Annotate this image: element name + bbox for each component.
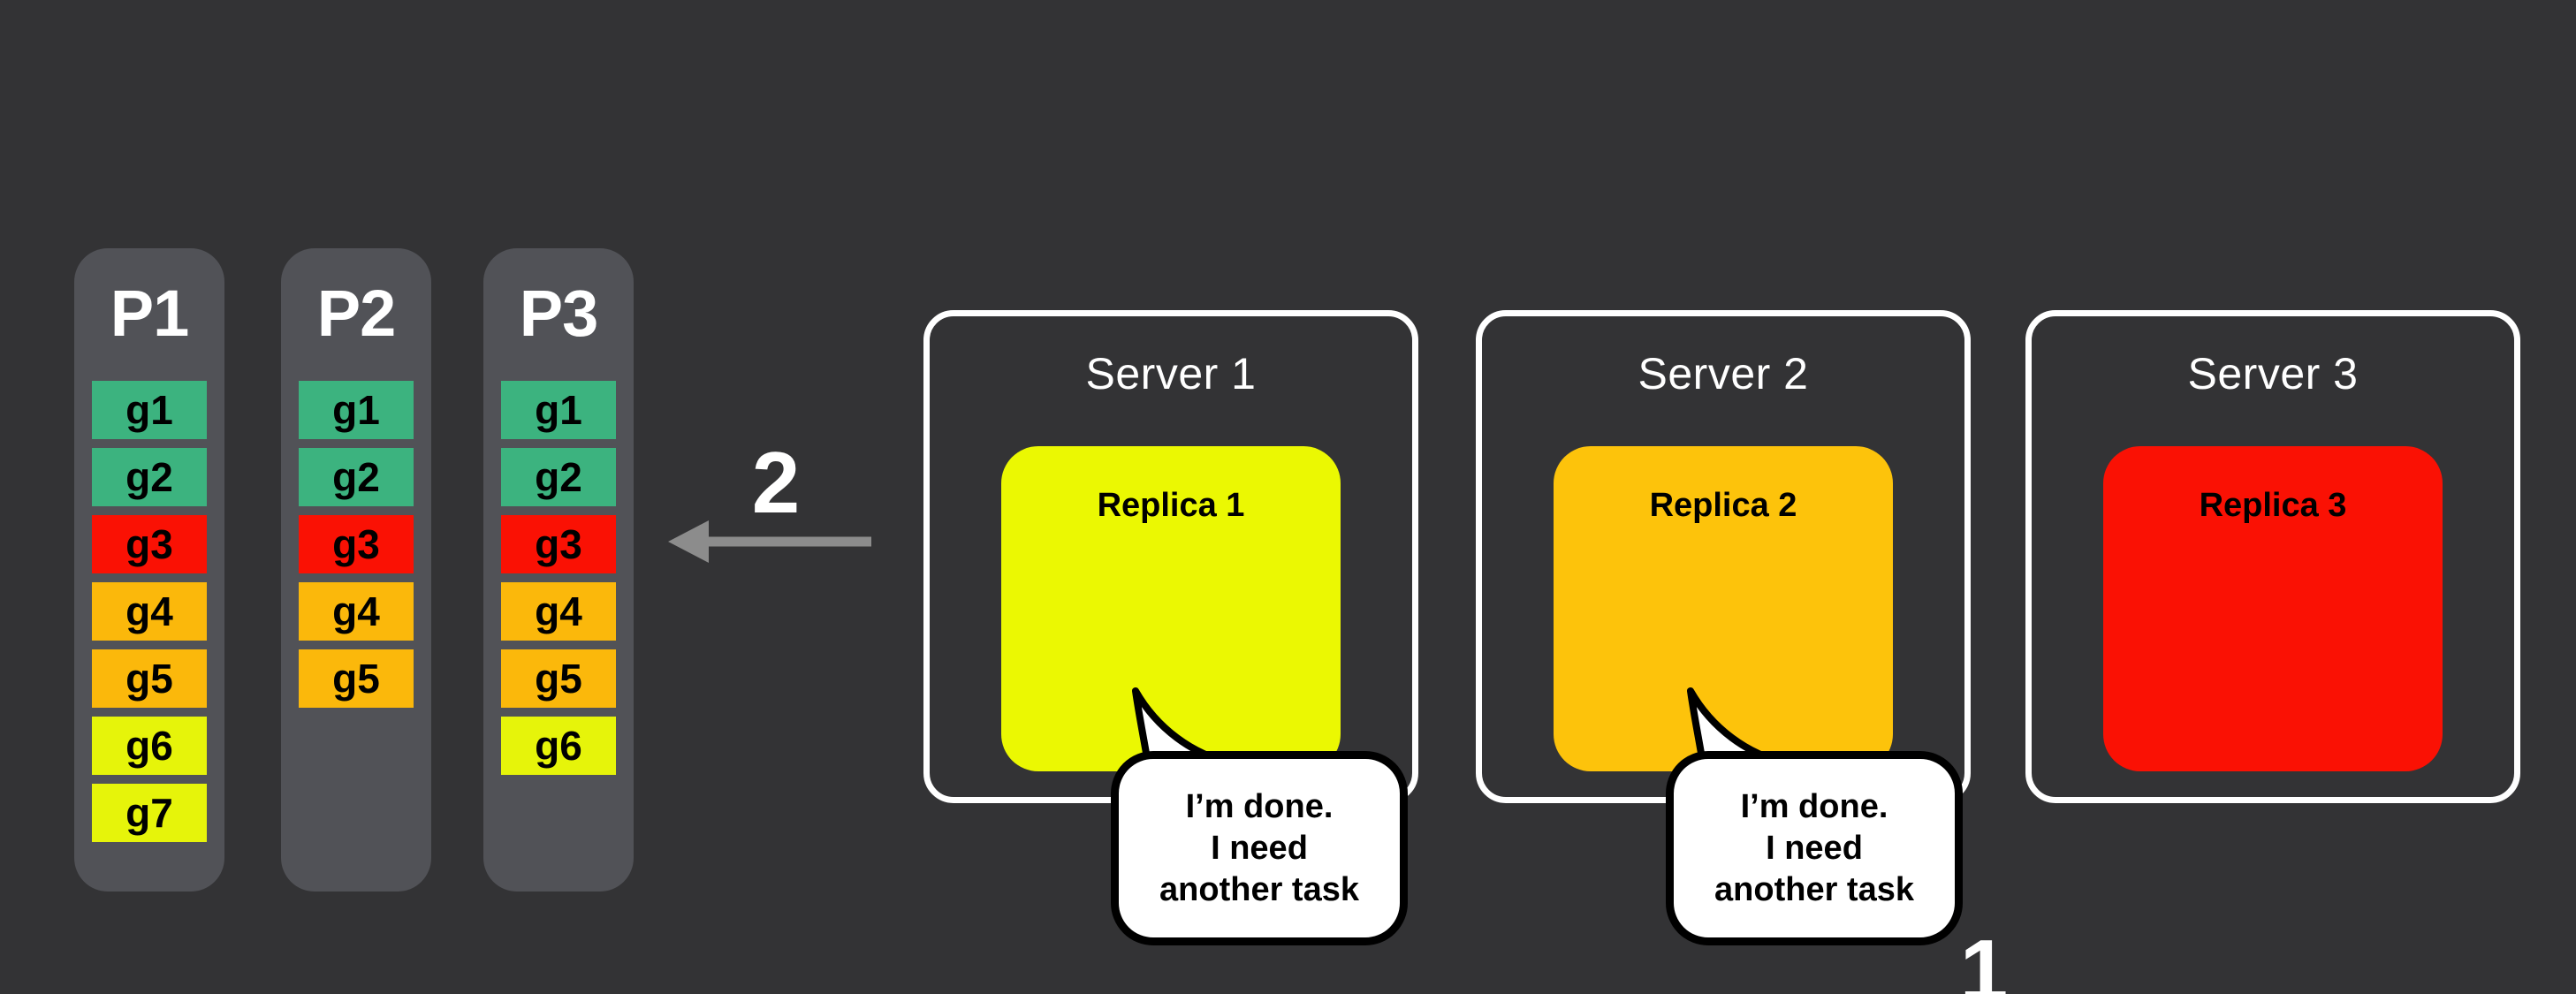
speech-bubble-line: I need xyxy=(1211,829,1308,867)
speech-bubble-line: I’m done. xyxy=(1740,787,1888,825)
partition-column-p2: P2 g1 g2 g3 g4 g5 xyxy=(281,248,431,892)
task-g4: g4 xyxy=(501,582,616,641)
step-2-label: 2 xyxy=(751,434,801,531)
speech-bubble-line: I’m done. xyxy=(1185,787,1334,825)
partition-label: P3 xyxy=(519,277,599,350)
task-g4: g4 xyxy=(92,582,207,641)
task-g4: g4 xyxy=(299,582,414,641)
task-g3: g3 xyxy=(92,515,207,573)
step-1-label: 1 xyxy=(1959,922,2009,994)
speech-bubble-line: I need xyxy=(1766,829,1863,867)
task-g2: g2 xyxy=(501,448,616,506)
task-g2: g2 xyxy=(299,448,414,506)
server-2-box: Server 2 Replica 2 xyxy=(1476,310,1971,803)
server-3-box: Server 3 Replica 3 xyxy=(2025,310,2520,803)
task-g1: g1 xyxy=(299,381,414,439)
speech-bubble-line: another task xyxy=(1159,870,1359,908)
task-g2: g2 xyxy=(92,448,207,506)
replica-label: Replica 3 xyxy=(2199,487,2347,524)
replica-1-box: Replica 1 xyxy=(1001,446,1341,771)
arrow-left-icon xyxy=(668,520,871,563)
server-title: Server 3 xyxy=(2187,349,2359,398)
replica-2-box: Replica 2 xyxy=(1554,446,1893,771)
task-g1: g1 xyxy=(92,381,207,439)
task-g5: g5 xyxy=(92,649,207,708)
task-g1: g1 xyxy=(501,381,616,439)
replica-label: Replica 2 xyxy=(1649,487,1797,524)
task-g3: g3 xyxy=(299,515,414,573)
task-g6: g6 xyxy=(92,717,207,775)
task-g3: g3 xyxy=(501,515,616,573)
partition-column-p3: P3 g1 g2 g3 g4 g5 g6 xyxy=(483,248,634,892)
speech-bubble-line: another task xyxy=(1714,870,1914,908)
server-title: Server 1 xyxy=(1085,349,1257,398)
partition-label: P1 xyxy=(110,277,190,350)
replica-3-box: Replica 3 xyxy=(2103,446,2443,771)
task-g5: g5 xyxy=(299,649,414,708)
partition-label: P2 xyxy=(316,277,397,350)
task-g6: g6 xyxy=(501,717,616,775)
task-g5: g5 xyxy=(501,649,616,708)
task-g7: g7 xyxy=(92,784,207,842)
server-title: Server 2 xyxy=(1638,349,1809,398)
partition-column-p1: P1 g1 g2 g3 g4 g5 g6 g7 xyxy=(74,248,224,892)
replica-label: Replica 1 xyxy=(1097,487,1245,524)
